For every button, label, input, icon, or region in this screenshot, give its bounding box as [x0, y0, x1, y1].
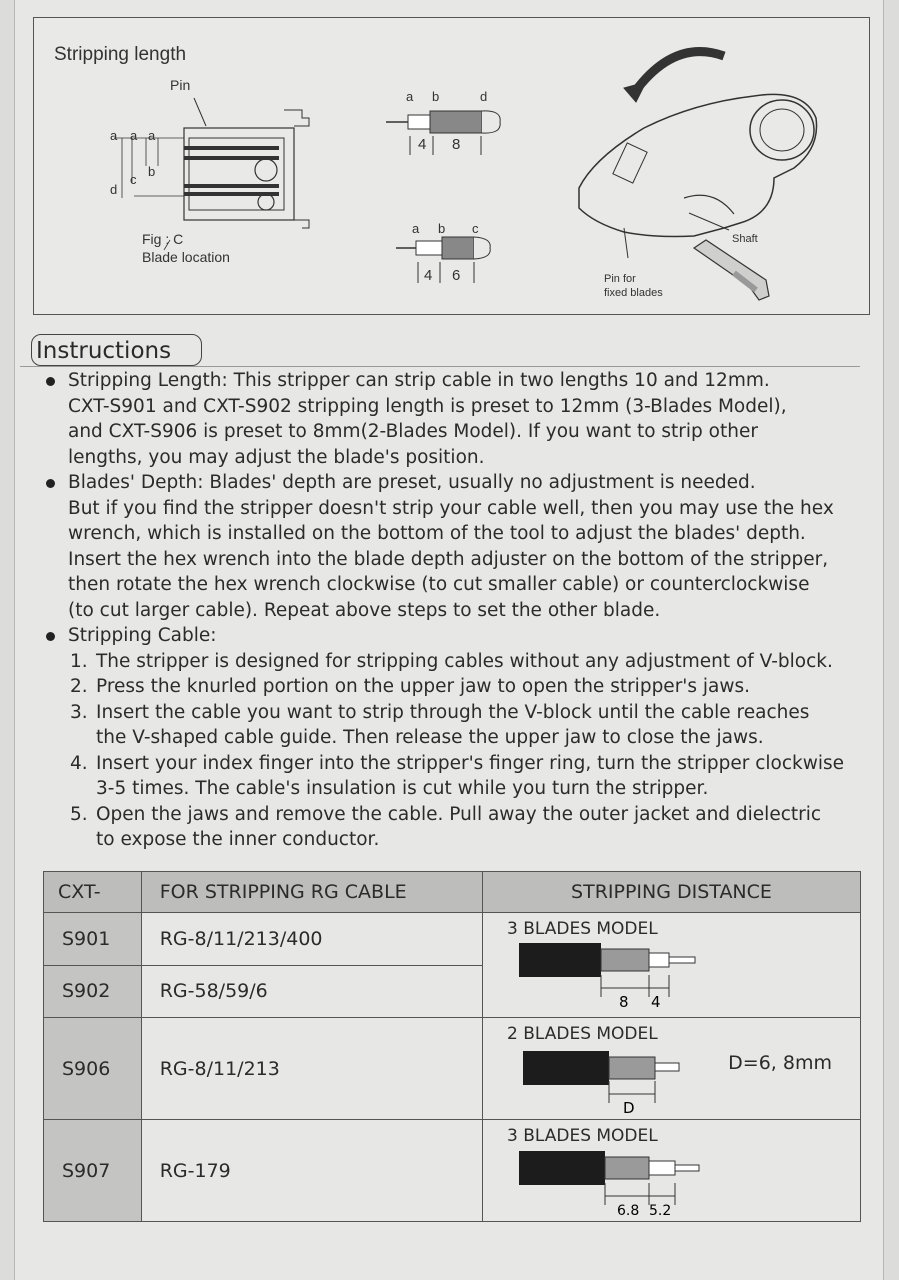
distance-cell-3-blades-179: 3 BLADES MODEL 6.8 5.2 — [481, 1119, 862, 1222]
model-cell: S907 — [43, 1119, 142, 1222]
stripper-tool-drawing — [578, 47, 818, 301]
fig-caption: Fig : C — [142, 231, 183, 247]
step-5: 5. Open the jaws and remove the cable. P… — [70, 803, 822, 851]
col-header-distance: STRIPPING DISTANCE — [481, 871, 862, 913]
svg-text:c: c — [472, 221, 479, 236]
svg-text:5.2: 5.2 — [649, 1203, 671, 1219]
letter-a2: a — [130, 128, 138, 143]
letter-a3: a — [148, 128, 156, 143]
instructions-body: Stripping Length: This stripper can stri… — [44, 368, 864, 853]
shaft-label: Shaft — [732, 233, 758, 245]
svg-text:8: 8 — [452, 136, 460, 153]
stripping-length-figure: Stripping length Pin a a a b c d — [33, 17, 870, 315]
svg-text:a: a — [406, 89, 414, 104]
svg-text:b: b — [438, 221, 445, 236]
svg-text:4: 4 — [418, 136, 426, 153]
instructions-heading: Instructions — [31, 334, 202, 366]
cable-diagram-bottom: a b c 4 6 — [396, 221, 491, 284]
step-4: 4. Insert your index finger into the str… — [70, 752, 845, 800]
step-1: 1. The stripper is designed for strippin… — [70, 650, 833, 672]
bullet-lead: Stripping Length: — [68, 370, 228, 391]
step-2: 2. Press the knurled portion on the uppe… — [70, 676, 751, 697]
svg-text:6.8: 6.8 — [617, 1203, 639, 1219]
letter-d: d — [110, 182, 117, 197]
table-row: S906 RG-8/11/213 2 BLADES MODEL D=6, 8mm… — [43, 1017, 862, 1120]
bullet-stripping-length: Stripping Length: This stripper can stri… — [44, 368, 864, 470]
svg-text:d: d — [480, 89, 487, 104]
model-cell: S906 — [43, 1017, 142, 1120]
col-header-cable: FOR STRIPPING RG CABLE — [140, 871, 483, 913]
cable-diagram-top: a b d 4 8 — [386, 89, 501, 155]
svg-text:4: 4 — [424, 267, 432, 284]
model-spec-table: CXT- FOR STRIPPING RG CABLE STRIPPING DI… — [43, 871, 862, 1222]
instructions-rule — [20, 366, 860, 367]
model-cell: S902 — [43, 964, 142, 1018]
pin-label: Pin — [170, 77, 190, 93]
svg-text:D: D — [623, 1099, 635, 1117]
letter-c: c — [130, 172, 137, 187]
svg-text:b: b — [432, 89, 439, 104]
pin-fixed-label-1: Pin for — [604, 273, 636, 285]
svg-text:4: 4 — [651, 993, 661, 1011]
figure-drawing: Stripping length Pin a a a b c d — [54, 44, 818, 301]
figure-title: Stripping length — [54, 44, 186, 65]
col-header-model: CXT- — [43, 871, 142, 913]
bullet-lead: Blades' Depth: — [68, 472, 204, 493]
blade-location-diagram — [114, 109, 310, 251]
pin-fixed-label-2: fixed blades — [604, 287, 663, 299]
fig-subcaption: Blade location — [142, 249, 230, 265]
table-header-row: CXT- FOR STRIPPING RG CABLE STRIPPING DI… — [43, 871, 862, 913]
table-row: S902 RG-58/59/6 — [43, 964, 861, 1018]
svg-text:a: a — [412, 221, 420, 236]
distance-cell-2-blades: 2 BLADES MODEL D=6, 8mm D — [481, 1017, 862, 1120]
model-cell: S901 — [43, 912, 142, 966]
bullet-blades-depth: Blades' Depth: Blades' depth are preset,… — [44, 470, 864, 623]
cable-cell: RG-8/11/213/400 — [140, 912, 483, 966]
cable-cell: RG-179 — [140, 1119, 483, 1222]
cable-cell: RG-8/11/213 — [140, 1017, 483, 1120]
distance-cell-3-blades: 3 BLADES MODEL 8 4 — [481, 912, 862, 1018]
letter-a1: a — [110, 128, 118, 143]
table-row: S901 RG-8/11/213/400 3 BLADES MODEL 8 4 — [43, 912, 862, 1018]
letter-b: b — [148, 164, 155, 179]
step-3: 3. Insert the cable you want to strip th… — [70, 701, 810, 749]
svg-text:6: 6 — [452, 267, 460, 284]
cable-cell: RG-58/59/6 — [140, 964, 483, 1018]
bullet-stripping-cable: Stripping Cable: — [44, 623, 864, 649]
svg-text:8: 8 — [619, 993, 629, 1011]
table-row: S907 RG-179 3 BLADES MODEL 6.8 5.2 — [43, 1119, 862, 1222]
